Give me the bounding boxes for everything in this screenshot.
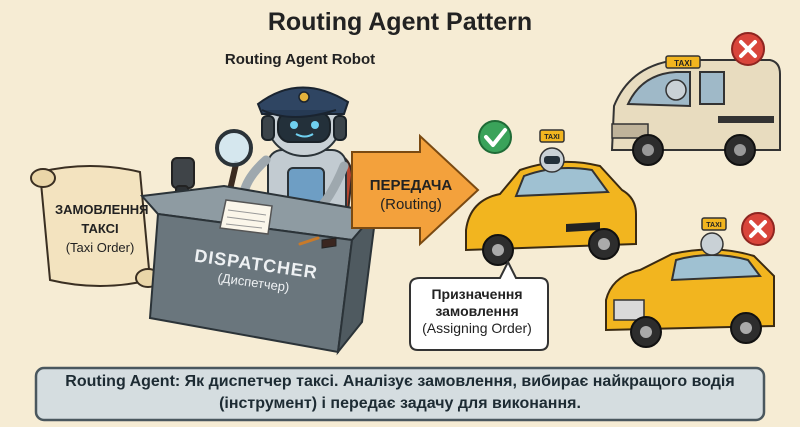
x-icon — [741, 212, 775, 246]
taxi-car-selected — [465, 129, 637, 266]
routing-arrow — [351, 133, 480, 247]
page-title: Routing Agent Pattern — [267, 8, 533, 36]
magnifying-glass-icon — [215, 129, 253, 193]
taxi-car-bottom — [605, 217, 775, 348]
speech-bubble — [409, 259, 549, 351]
routing-label-en: (Routing) — [380, 196, 442, 213]
assigning-label: Призначення замовлення (Assigning Order) — [411, 286, 543, 337]
taxi-order-line2: ТАКСІ — [81, 221, 119, 236]
caption-text: Routing Agent: Як диспетчер таксі. Аналі… — [65, 373, 735, 412]
assigning-line2: замовлення — [435, 303, 519, 319]
assigning-line1: Призначення — [431, 286, 523, 302]
taxi-order-line1: ЗАМОВЛЕННЯ — [55, 202, 149, 217]
taxi-order-label: ЗАМОВЛЕННЯ ТАКСІ (Taxi Order) — [55, 200, 149, 257]
routing-label: ПЕРЕДАЧА (Routing) — [352, 176, 470, 214]
taxi-van-top — [610, 55, 781, 166]
routing-label-main: ПЕРЕДАЧА — [369, 177, 453, 194]
dispatcher-desk — [139, 184, 378, 356]
taxi-order-en: (Taxi Order) — [65, 240, 135, 255]
assigning-en: (Assigning Order) — [422, 320, 532, 336]
check-icon — [478, 120, 512, 154]
robot-label: Routing Agent Robot — [224, 51, 376, 68]
x-icon — [731, 32, 765, 66]
caption-box — [34, 366, 766, 422]
